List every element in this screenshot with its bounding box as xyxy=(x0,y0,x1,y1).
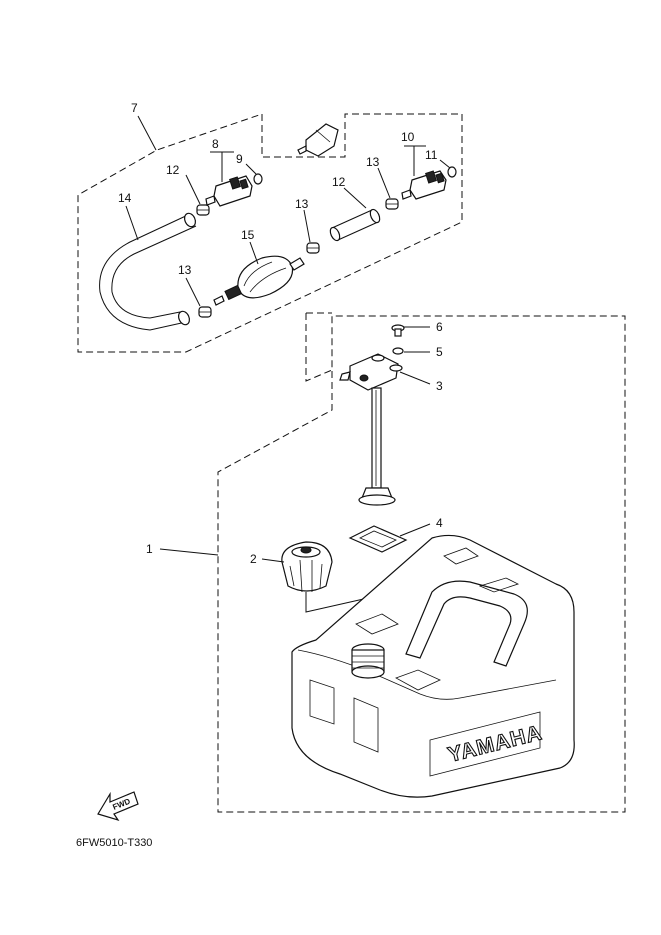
callout-13-d: 13 xyxy=(178,263,192,277)
callout-13-b: 13 xyxy=(366,155,380,169)
drawing-code: 6FW5010-T330 xyxy=(76,837,152,849)
hose-clamp xyxy=(306,242,320,254)
callout-14: 14 xyxy=(118,191,132,205)
filler-cap xyxy=(281,541,333,593)
callout-8: 8 xyxy=(212,137,219,151)
callout-5: 5 xyxy=(436,345,443,359)
engine-fitting xyxy=(297,123,339,157)
callout-11: 11 xyxy=(425,148,438,162)
gasket xyxy=(348,525,408,553)
callout-6: 6 xyxy=(436,320,443,334)
callout-10: 10 xyxy=(401,130,415,144)
o-ring xyxy=(447,166,457,178)
hose-clamp xyxy=(196,204,210,216)
fuel-connector-engine-side xyxy=(205,175,253,207)
callout-9: 9 xyxy=(236,152,243,166)
callout-1: 1 xyxy=(146,542,153,556)
callout-12: 12 xyxy=(332,175,346,189)
callout-13-a: 12 xyxy=(166,163,180,177)
fuel-joint-assembly xyxy=(339,353,403,506)
callout-3: 3 xyxy=(436,379,443,393)
callout-4: 4 xyxy=(436,516,443,530)
fuel-tank xyxy=(291,534,575,798)
short-hose xyxy=(331,209,379,241)
leader-lines xyxy=(125,115,451,563)
callout-13-c: 13 xyxy=(295,197,309,211)
fwd-arrow-icon xyxy=(97,791,139,822)
screw xyxy=(391,324,405,337)
hose-clamp xyxy=(385,198,399,210)
fuel-hose xyxy=(99,213,191,331)
hose-clamp xyxy=(198,306,212,318)
callout-2: 2 xyxy=(250,552,257,566)
washer xyxy=(392,347,404,355)
hose-assembly-boundary xyxy=(77,113,463,353)
callout-7: 7 xyxy=(131,101,138,115)
callout-15: 15 xyxy=(241,228,255,242)
tank-assembly-boundary xyxy=(217,313,626,813)
fuel-connector-tank-side xyxy=(401,170,447,200)
primer-bulb xyxy=(213,255,305,306)
o-ring xyxy=(253,173,263,185)
